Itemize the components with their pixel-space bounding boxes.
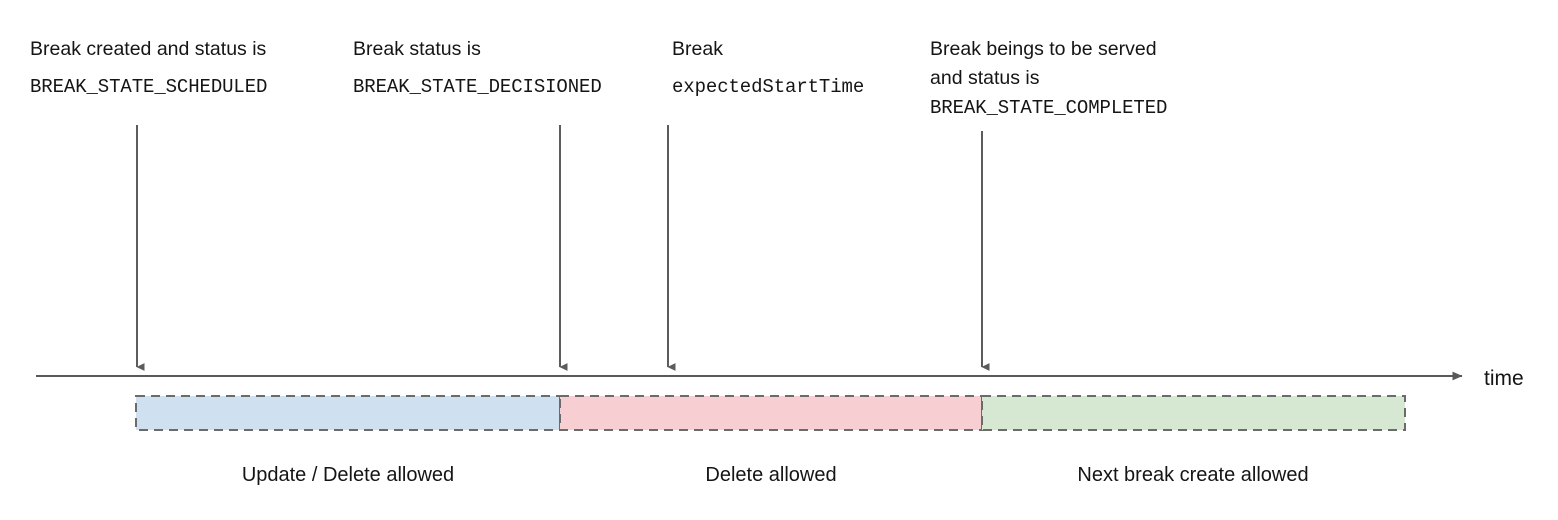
annotation-expected-start-line-2: expectedStartTime (672, 76, 864, 98)
time-axis-label: time (1484, 367, 1524, 390)
phase-caption-next-break: Next break create allowed (1077, 464, 1308, 486)
phase-bar-delete-only (559, 395, 983, 431)
annotation-completed-line-3: BREAK_STATE_COMPLETED (930, 97, 1167, 119)
annotation-expected-start-line-1: Break (672, 38, 723, 60)
phase-captions: Update / Delete allowed Delete allowed N… (242, 464, 1309, 486)
annotation-completed: Break beings to be served and status is … (930, 38, 1167, 119)
annotation-scheduled: Break created and status is BREAK_STATE_… (30, 38, 267, 98)
time-axis: time (36, 367, 1524, 390)
phase-bar-next-break (981, 395, 1406, 431)
annotation-completed-line-1: Break beings to be served (930, 38, 1157, 60)
annotation-decisioned: Break status is BREAK_STATE_DECISIONED (353, 38, 602, 98)
annotation-decisioned-line-2: BREAK_STATE_DECISIONED (353, 76, 602, 98)
annotation-expected-start: Break expectedStartTime (672, 38, 864, 98)
phase-bars (135, 395, 1406, 431)
annotation-decisioned-line-1: Break status is (353, 38, 481, 60)
phase-caption-delete-only: Delete allowed (705, 464, 836, 486)
annotation-scheduled-line-1: Break created and status is (30, 38, 267, 60)
annotation-completed-line-2: and status is (930, 67, 1040, 89)
event-markers (136, 125, 990, 371)
phase-bar-update-delete (135, 395, 561, 431)
phase-caption-update-delete: Update / Delete allowed (242, 464, 454, 486)
annotation-scheduled-line-2: BREAK_STATE_SCHEDULED (30, 76, 267, 98)
